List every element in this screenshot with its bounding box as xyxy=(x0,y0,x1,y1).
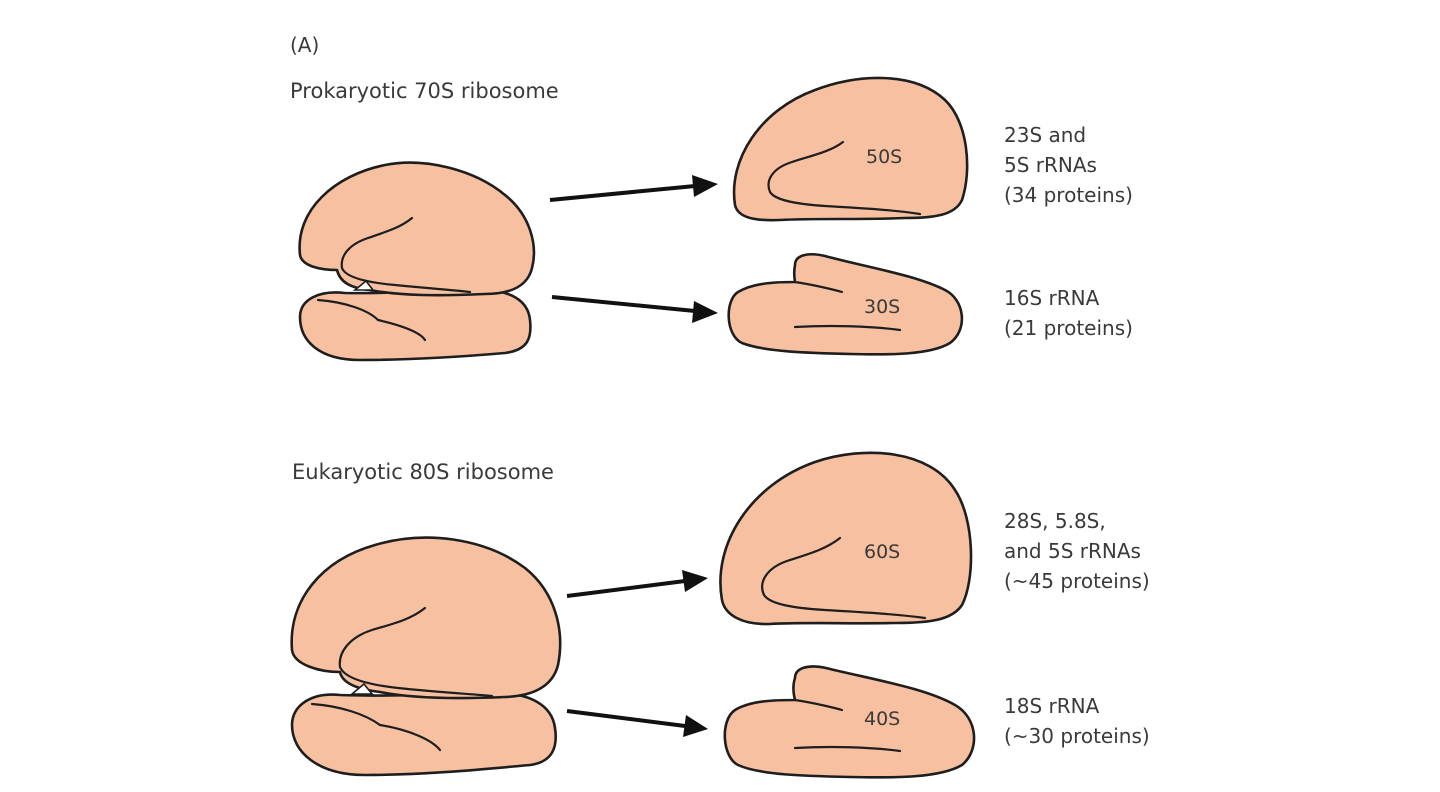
prokaryotic-title: Prokaryotic 70S ribosome xyxy=(290,79,559,103)
description-line: 5S rRNAs xyxy=(1004,153,1097,177)
prokaryotic-70s-small-crease-2 xyxy=(316,298,380,322)
description-line: (21 proteins) xyxy=(1004,316,1133,340)
prokaryotic-30s-shape xyxy=(727,253,964,356)
eukaryotic-80s-small-crease-2 xyxy=(310,702,382,727)
prokaryotic-50s-description: 23S and 5S rRNAs (34 proteins) xyxy=(1004,120,1133,210)
prokaryotic-30s-label: 30S xyxy=(864,296,901,318)
eukaryotic-60s-label: 60S xyxy=(864,541,901,563)
description-line: 28S, 5.8S, xyxy=(1004,509,1106,533)
prokaryotic-50s-subunit xyxy=(732,76,969,222)
eukaryotic-40s-subunit xyxy=(723,665,976,779)
prokaryotic-70s-small-subunit-shape xyxy=(298,288,532,362)
eukaryotic-title: Eukaryotic 80S ribosome xyxy=(292,460,554,484)
prokaryotic-30s-crease-2 xyxy=(793,324,902,332)
prokaryotic-50s-crease xyxy=(767,140,922,216)
eukaryotic-small-arrow xyxy=(566,709,708,737)
prokaryotic-70s-small-crease xyxy=(376,318,427,342)
eukaryotic-80s-ribosome xyxy=(290,536,562,777)
description-line: (~30 proteins) xyxy=(1004,724,1150,748)
eukaryotic-40s-label: 40S xyxy=(864,708,901,730)
prokaryotic-70s-ribosome xyxy=(298,161,536,362)
eukaryotic-80s-large-subunit-shape xyxy=(290,536,562,700)
description-line: 23S and xyxy=(1004,123,1087,147)
eukaryotic-40s-crease xyxy=(793,698,844,712)
prokaryotic-70s-gap xyxy=(352,279,375,291)
panel-label: (A) xyxy=(290,33,320,57)
prokaryotic-70s-large-crease xyxy=(340,216,472,294)
prokaryotic-30s-description: 16S rRNA (21 proteins) xyxy=(1004,283,1133,343)
eukaryotic-40s-shape xyxy=(723,665,976,779)
prokaryotic-70s-large-subunit-shape xyxy=(298,161,536,297)
prokaryotic-large-arrow xyxy=(549,175,718,202)
description-line: 16S rRNA xyxy=(1004,286,1100,310)
prokaryotic-30s-subunit xyxy=(727,253,964,356)
eukaryotic-80s-small-crease xyxy=(378,723,442,752)
eukaryotic-60s-subunit xyxy=(719,451,973,626)
description-line: (~45 proteins) xyxy=(1004,569,1150,593)
eukaryotic-60s-shape xyxy=(719,451,973,626)
description-line: (34 proteins) xyxy=(1004,183,1133,207)
description-line: and 5S rRNAs xyxy=(1004,539,1141,563)
eukaryotic-40s-description: 18S rRNA (~30 proteins) xyxy=(1004,691,1150,751)
prokaryotic-50s-shape xyxy=(732,76,969,222)
eukaryotic-60s-description: 28S, 5.8S, and 5S rRNAs (~45 proteins) xyxy=(1004,506,1150,596)
prokaryotic-50s-label: 50S xyxy=(866,146,903,168)
eukaryotic-40s-crease-2 xyxy=(793,745,902,753)
eukaryotic-large-arrow xyxy=(566,570,708,598)
eukaryotic-80s-gap xyxy=(349,682,374,695)
eukaryotic-80s-large-crease xyxy=(338,606,494,698)
prokaryotic-small-arrow xyxy=(551,295,718,323)
prokaryotic-30s-crease xyxy=(793,280,844,294)
eukaryotic-80s-small-subunit-shape xyxy=(290,691,557,777)
eukaryotic-60s-crease xyxy=(761,536,927,620)
description-line: 18S rRNA xyxy=(1004,694,1100,718)
